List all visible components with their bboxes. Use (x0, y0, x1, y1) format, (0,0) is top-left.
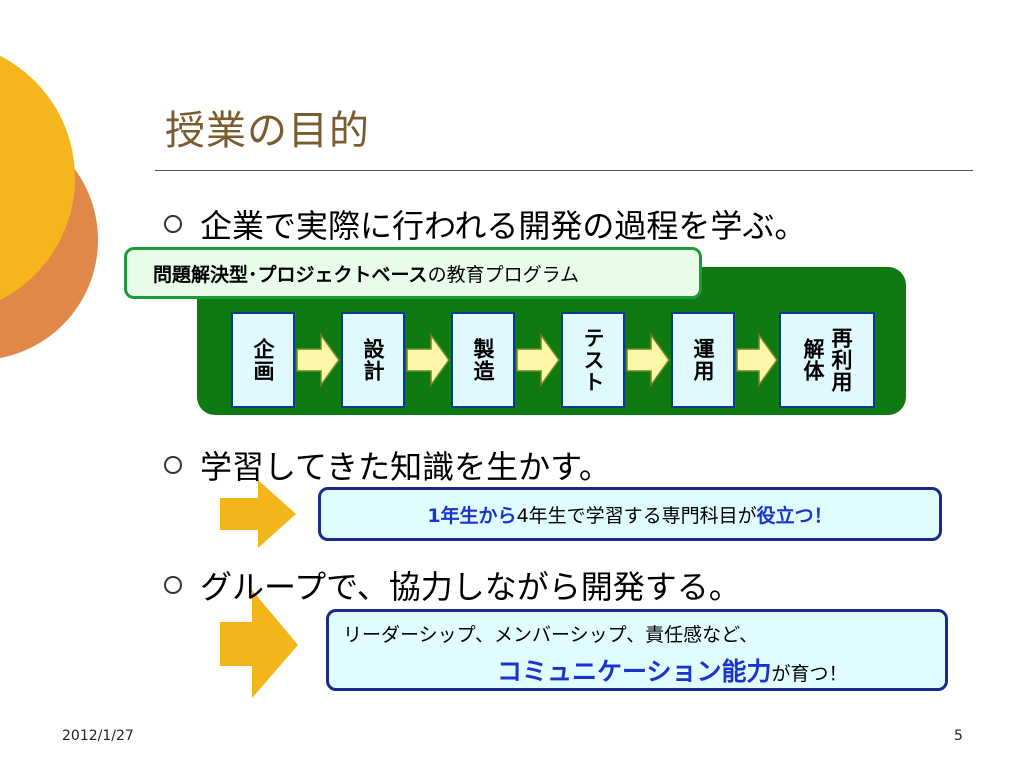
arrow-right-icon (406, 332, 450, 388)
decorative-circles (0, 55, 98, 358)
big-arrow-right-icon (220, 480, 296, 548)
pbl-label-box: 問題解決型･プロジェクトベースの教育プログラム (124, 247, 702, 299)
bullet-text-2: 学習してきた知識を生かす。 (200, 448, 611, 486)
bullet-text-1: 企業で実際に行われる開発の過程を学ぶ。 (200, 207, 807, 245)
bullet-icon (164, 215, 182, 233)
step-label: 製造 (471, 338, 495, 382)
step-test: テスト (561, 312, 625, 408)
skills-box: リーダーシップ、メンバーシップ、責任感など、 コミュニケーション能力が育つ！ (326, 609, 948, 691)
arrow-right-icon (516, 332, 560, 388)
step-label: テスト (581, 327, 605, 393)
step-operation: 運用 (671, 312, 735, 408)
arrow-right-icon (296, 332, 340, 388)
step-label-reuse: 再利用 (829, 327, 853, 393)
bullet-text-3: グループで、協力しながら開発する。 (200, 568, 741, 606)
skills-line1: リーダーシップ、メンバーシップ、責任感など、 (343, 624, 759, 646)
pbl-label-normal: の教育プログラム (427, 263, 579, 286)
step-manufacture: 製造 (451, 312, 515, 408)
step-label: 設計 (361, 338, 385, 382)
step-dismantle-reuse: 再利用 解体 (779, 312, 875, 408)
title-divider (155, 170, 973, 171)
step-design: 設計 (341, 312, 405, 408)
bullet-icon (164, 576, 182, 594)
step-planning: 企画 (231, 312, 295, 408)
arrow-right-icon (626, 332, 670, 388)
pbl-label-bold: 問題解決型･プロジェクトベース (153, 263, 428, 286)
benefit-part3: 役立つ！ (756, 504, 833, 527)
step-label: 運用 (691, 338, 715, 382)
step-label: 企画 (251, 338, 275, 382)
arrow-right-icon (736, 332, 778, 388)
slide-title: 授業の目的 (165, 108, 370, 154)
skills-highlight: コミュニケーション能力 (497, 657, 772, 686)
big-arrow-right-icon (220, 590, 298, 698)
benefit-part2: 4年生で学習する専門科目が (516, 504, 757, 527)
bullet-icon (164, 456, 182, 474)
yellow-circle (0, 55, 75, 301)
skills-line2-end: が育つ！ (771, 663, 848, 685)
footer-date: 2012/1/27 (62, 728, 134, 744)
step-label-dismantle: 解体 (801, 338, 825, 382)
benefit-part1: 1年生から (427, 504, 517, 527)
skills-line2: コミュニケーション能力が育つ！ (497, 652, 848, 688)
page-number: 5 (954, 728, 963, 744)
